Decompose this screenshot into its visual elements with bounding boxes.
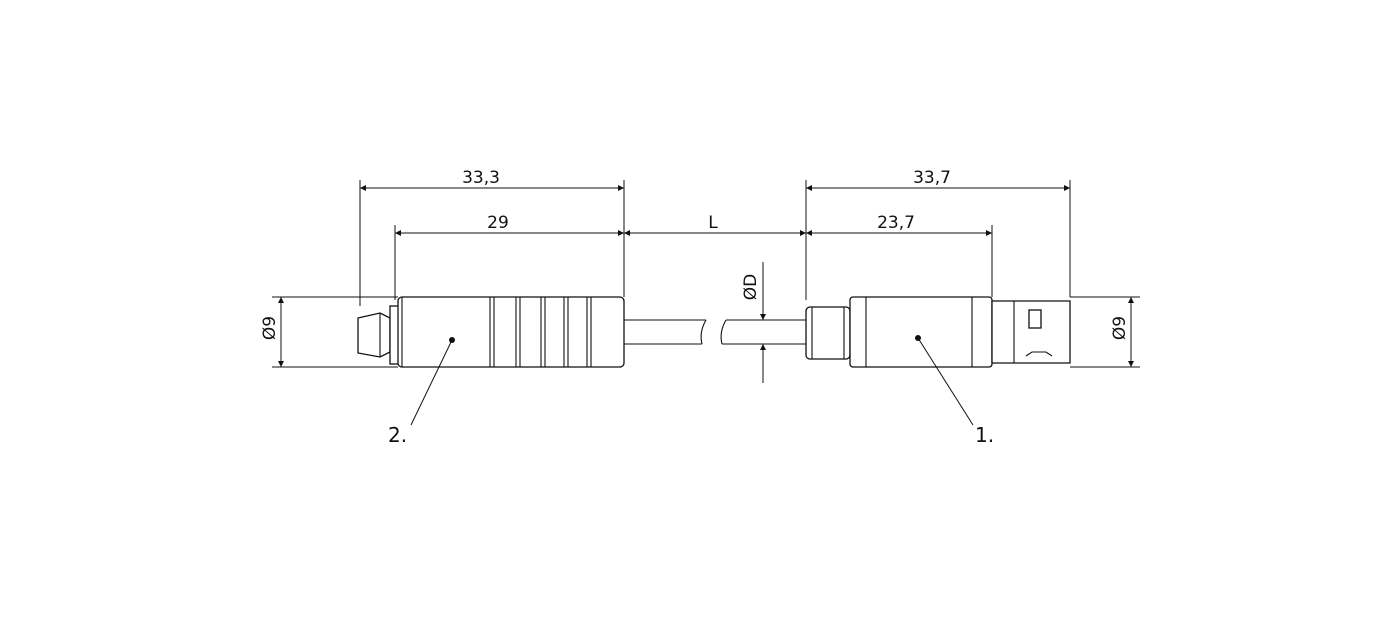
text-left-overall: 33,3 bbox=[462, 168, 500, 188]
right-connector-strain-relief bbox=[805, 306, 851, 360]
cable bbox=[624, 319, 806, 345]
right-connector bbox=[805, 296, 1071, 368]
leader-right-connector bbox=[917, 337, 974, 426]
text-right-diameter: Ø9 bbox=[1110, 316, 1130, 340]
extension-lines bbox=[272, 180, 1140, 368]
text-cable-length: L bbox=[708, 213, 718, 233]
left-connector-body bbox=[397, 296, 625, 368]
right-connector-plug bbox=[991, 300, 1071, 364]
label-left-connector: 2. bbox=[388, 423, 407, 447]
text-left-body: 29 bbox=[487, 213, 509, 233]
leader-left-connector bbox=[410, 339, 453, 426]
dimension-lines bbox=[278, 185, 1134, 383]
left-connector bbox=[357, 296, 625, 368]
text-left-diameter: Ø9 bbox=[260, 316, 280, 340]
text-cable-diameter: ØD bbox=[741, 274, 761, 300]
text-right-overall: 33,7 bbox=[913, 168, 951, 188]
right-connector-body bbox=[849, 296, 993, 368]
left-connector-tip bbox=[357, 312, 391, 358]
text-right-body: 23,7 bbox=[877, 213, 915, 233]
label-right-connector: 1. bbox=[975, 423, 994, 447]
